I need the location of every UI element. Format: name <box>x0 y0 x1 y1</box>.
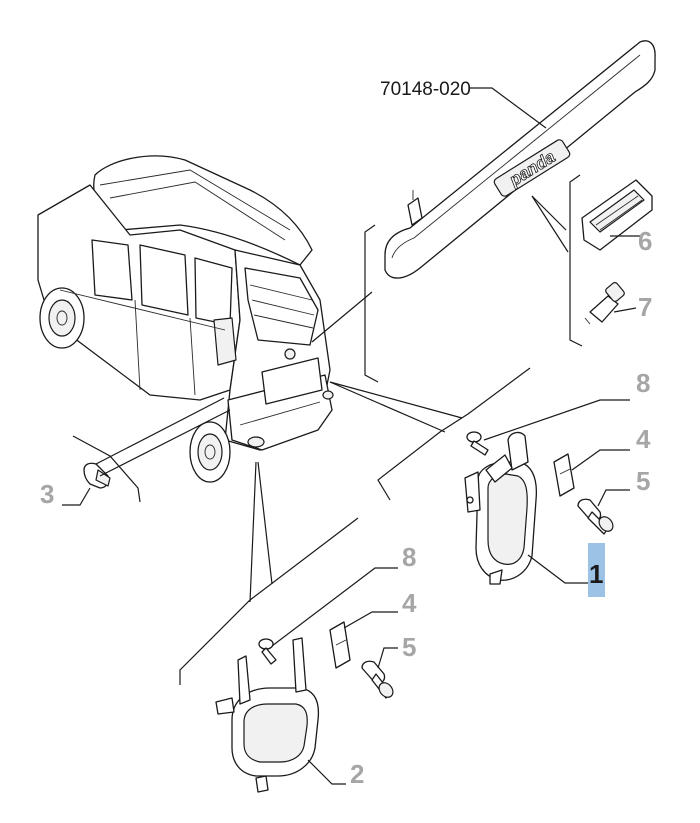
leader-lines <box>62 87 640 785</box>
callout-1-highlight <box>588 543 605 597</box>
fog-lamp-right <box>464 431 538 585</box>
callout-2: 2 <box>350 759 364 789</box>
callout-5-upper: 5 <box>636 466 650 496</box>
callout-7: 7 <box>638 292 652 322</box>
screw-8-lower <box>258 638 277 665</box>
rear-wheel <box>189 421 231 483</box>
front-wheel <box>39 287 85 349</box>
lamp-bulb <box>584 281 625 325</box>
fog-lamp-left <box>215 637 320 793</box>
clip-4-upper <box>553 453 575 497</box>
callout-6: 6 <box>638 226 652 256</box>
callout-3: 3 <box>40 479 54 509</box>
callout-1: 1 <box>589 559 603 589</box>
tailgate-garnish-strip: panda <box>384 40 656 279</box>
clip-4-lower <box>329 621 351 669</box>
callout-4-lower: 4 <box>402 588 417 618</box>
bolt-5-lower <box>361 660 394 699</box>
car-illustration <box>37 155 334 483</box>
screw-8-upper <box>466 431 489 456</box>
bolt-5-upper <box>577 498 614 535</box>
part-code-label: 70148-020 <box>380 79 471 100</box>
callout-4-upper: 4 <box>636 424 651 454</box>
callout-8-lower: 8 <box>402 542 416 572</box>
reverse-bulb <box>83 462 111 489</box>
license-plate-lamp <box>581 179 653 251</box>
callout-5-lower: 5 <box>402 632 416 662</box>
callout-8-upper: 8 <box>636 368 650 398</box>
